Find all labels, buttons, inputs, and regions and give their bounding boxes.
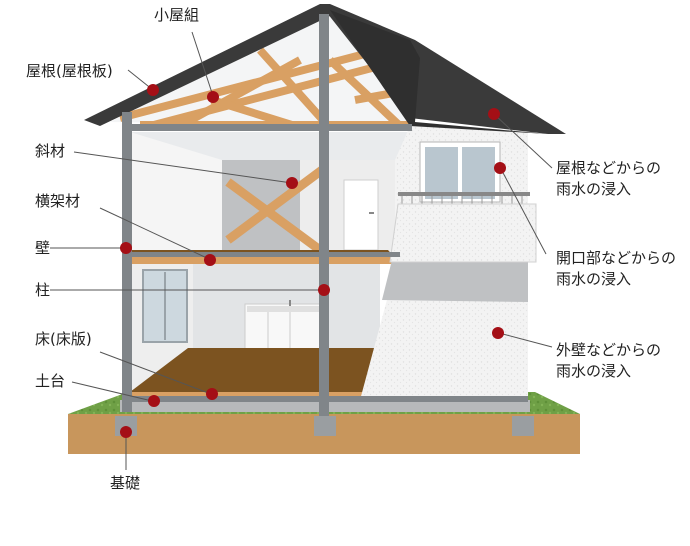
label-opening-leak-line1: 開口部などからの <box>556 249 677 267</box>
exterior-wall <box>360 126 537 400</box>
marker-shazai <box>286 177 298 189</box>
label-opening-leak: 開口部などからの 雨水の浸入 <box>556 248 676 290</box>
marker-dodai <box>148 395 160 407</box>
label-wall-leak-line1: 外壁などからの <box>556 341 662 359</box>
label-kabe: 壁 <box>35 239 51 257</box>
label-koyagumi: 小屋組 <box>154 6 200 24</box>
marker-koyagumi <box>207 91 219 103</box>
label-wall-leak-line2: 雨水の浸入 <box>556 362 632 380</box>
ceiling <box>130 132 410 160</box>
structural-frame <box>122 14 528 416</box>
label-yuka: 床(床版) <box>35 330 92 348</box>
label-dodai: 土台 <box>35 372 66 390</box>
label-roof-leak: 屋根などからの 雨水の浸入 <box>556 158 661 200</box>
label-yane: 屋根(屋根板) <box>26 62 113 80</box>
marker-yuka <box>206 388 218 400</box>
label-kiso: 基礎 <box>110 474 141 492</box>
marker-kiso <box>120 426 132 438</box>
marker-yane <box>147 84 159 96</box>
marker-wall-leak <box>492 327 504 339</box>
marker-roof-leak <box>488 108 500 120</box>
label-yokokazai: 横架材 <box>35 192 81 210</box>
label-roof-leak-line1: 屋根などからの <box>556 159 662 177</box>
point-markers <box>120 84 506 438</box>
roof <box>84 4 566 134</box>
label-roof-leak-line2: 雨水の浸入 <box>556 180 632 198</box>
label-shazai: 斜材 <box>35 142 66 160</box>
label-wall-leak: 外壁などからの 雨水の浸入 <box>556 340 661 382</box>
marker-opening-leak <box>494 162 506 174</box>
diagonal-bracing <box>225 166 325 254</box>
label-hashira: 柱 <box>35 281 51 299</box>
marker-kabe <box>120 242 132 254</box>
marker-hashira <box>318 284 330 296</box>
marker-yokokazai <box>204 254 216 266</box>
label-opening-leak-line2: 雨水の浸入 <box>556 270 632 288</box>
